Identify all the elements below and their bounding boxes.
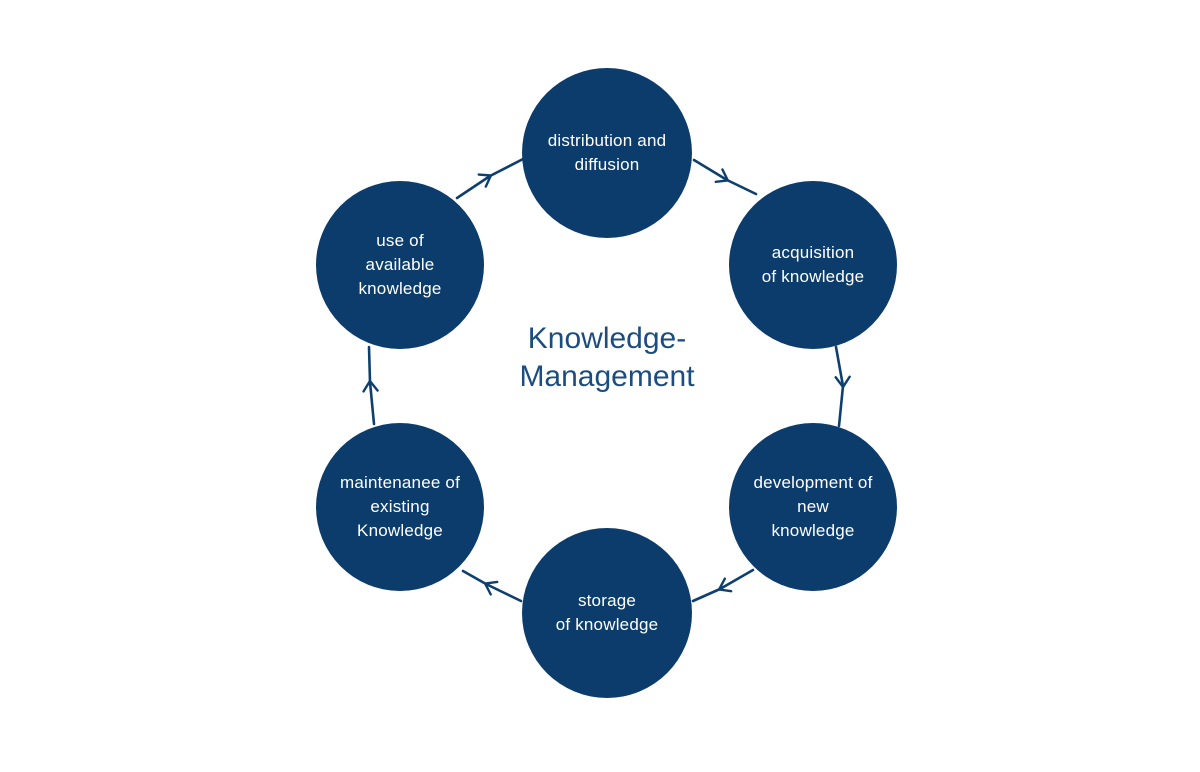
diagram-title: Knowledge- Management <box>457 320 757 396</box>
node-label-line: maintenanee of <box>340 473 460 492</box>
node-maintenance-of-existing-knowledge: maintenanee of existing Knowledge <box>316 423 484 591</box>
node-label-line: distribution and <box>547 131 667 150</box>
node-distribution-and-diffusion: distribution and diffusion <box>522 68 692 238</box>
node-label-line: of knowledge <box>761 267 865 286</box>
node-label-line: diffusion <box>574 155 640 174</box>
node-label-line: acquisition <box>771 243 855 262</box>
node-use-of-available-knowledge: use of available knowledge <box>316 181 484 349</box>
node-label-line: use of <box>376 231 424 250</box>
arrow-development-to-storage <box>691 568 755 603</box>
node-label-line: knowledge <box>358 279 442 298</box>
diagram-title-line: Management <box>519 360 695 393</box>
node-label-line: available <box>365 255 435 274</box>
arrow-acquisition-to-development <box>834 345 851 428</box>
arrow-use-to-distribution <box>455 156 527 200</box>
node-label-line: storage <box>577 591 637 610</box>
node-label-line: Knowledge <box>357 521 443 540</box>
node-storage-of-knowledge: storage of knowledge <box>522 528 692 698</box>
node-label-line: of knowledge <box>555 615 659 634</box>
node-label-line: new <box>797 497 829 516</box>
node-label-line: development of <box>753 473 873 492</box>
arrow-storage-to-maintenance <box>461 569 523 603</box>
node-label-line: existing <box>370 497 430 516</box>
node-acquisition-of-knowledge: acquisition of knowledge <box>729 181 897 349</box>
arrow-distribution-to-acquisition <box>692 158 758 196</box>
node-development-of-new-knowledge: development of new knowledge <box>729 423 897 591</box>
arrow-maintenance-to-use <box>362 345 379 426</box>
node-label-line: knowledge <box>771 521 855 540</box>
diagram-title-line: Knowledge- <box>527 322 687 355</box>
